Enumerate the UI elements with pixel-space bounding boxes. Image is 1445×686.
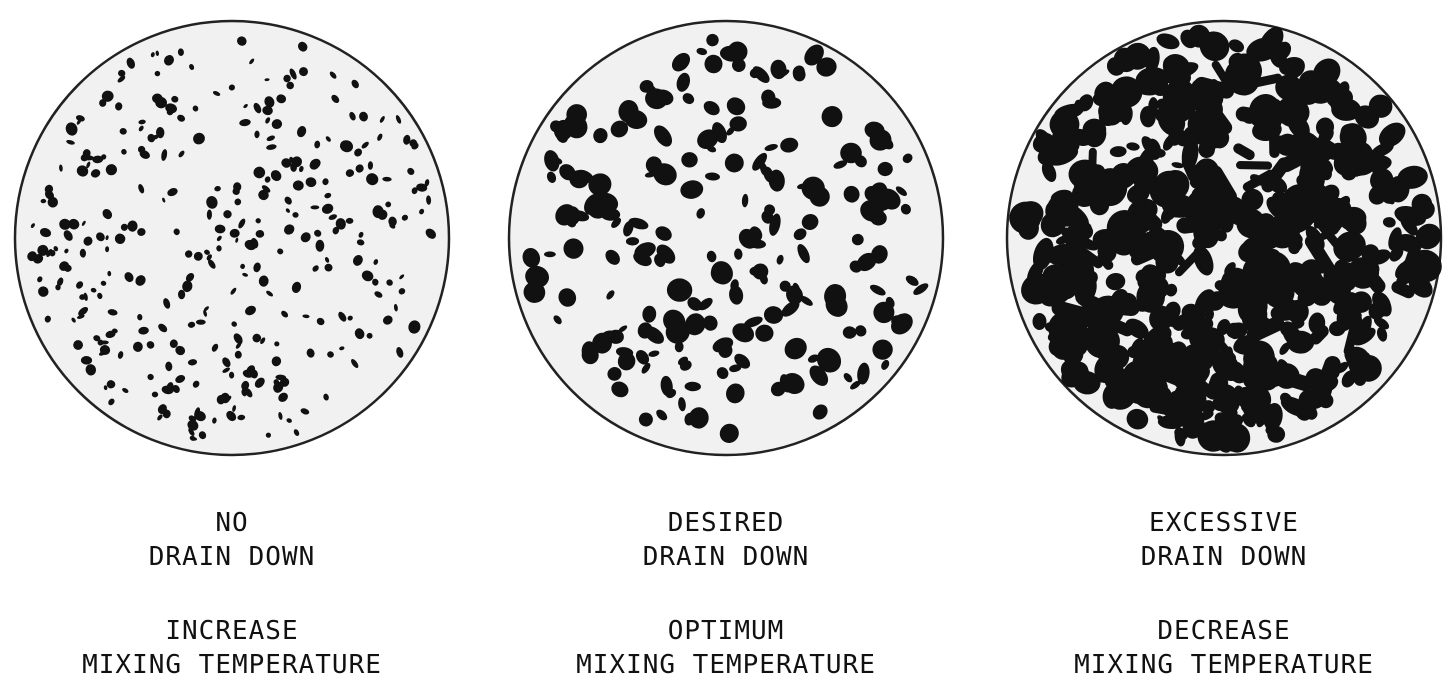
drain-down-text: DRAIN DOWN	[984, 540, 1445, 574]
temperature-recommendation: INCREASE MIXING TEMPERATURE	[0, 614, 472, 682]
mixing-temperature-text: MIXING TEMPERATURE	[486, 648, 966, 682]
asphalt-streak	[1236, 161, 1272, 170]
drain-down-text: DRAIN DOWN	[0, 540, 472, 574]
asphalt-blot	[55, 284, 60, 290]
drain-down-label: EXCESSIVE DRAIN DOWN	[984, 506, 1445, 574]
panel-desired-drain-down: DESIRED DRAIN DOWN OPTIMUM MIXING TEMPER…	[486, 0, 966, 686]
drain-down-label: DESIRED DRAIN DOWN	[486, 506, 966, 574]
mixing-temperature-text: MIXING TEMPERATURE	[984, 648, 1445, 682]
temperature-action-text: INCREASE	[0, 614, 472, 648]
asphalt-blot	[346, 218, 354, 224]
panel-excessive-drain-down: EXCESSIVE DRAIN DOWN DECREASE MIXING TEM…	[964, 0, 1444, 686]
asphalt-blot	[196, 320, 206, 325]
temperature-action-text: DECREASE	[984, 614, 1445, 648]
temperature-recommendation: OPTIMUM MIXING TEMPERATURE	[486, 614, 966, 682]
asphalt-streak	[1269, 113, 1280, 158]
drain-level-text: EXCESSIVE	[984, 506, 1445, 540]
plate-no-drain-down	[0, 0, 472, 480]
asphalt-blot	[1370, 177, 1387, 187]
drain-level-text: NO	[0, 506, 472, 540]
asphalt-blot	[544, 251, 556, 257]
asphalt-streak	[1334, 259, 1350, 306]
plate-desired-drain-down	[486, 0, 966, 480]
plate-outline	[509, 21, 943, 455]
drain-down-text: DRAIN DOWN	[486, 540, 966, 574]
asphalt-blot	[316, 240, 325, 252]
mixing-temperature-text: MIXING TEMPERATURE	[0, 648, 472, 682]
temperature-action-text: OPTIMUM	[486, 614, 966, 648]
panel-no-drain-down: NO DRAIN DOWN INCREASE MIXING TEMPERATUR…	[0, 0, 472, 686]
drain-level-text: DESIRED	[486, 506, 966, 540]
plate-excessive-drain-down	[964, 0, 1444, 480]
drain-down-label: NO DRAIN DOWN	[0, 506, 472, 574]
temperature-recommendation: DECREASE MIXING TEMPERATURE	[984, 614, 1445, 682]
